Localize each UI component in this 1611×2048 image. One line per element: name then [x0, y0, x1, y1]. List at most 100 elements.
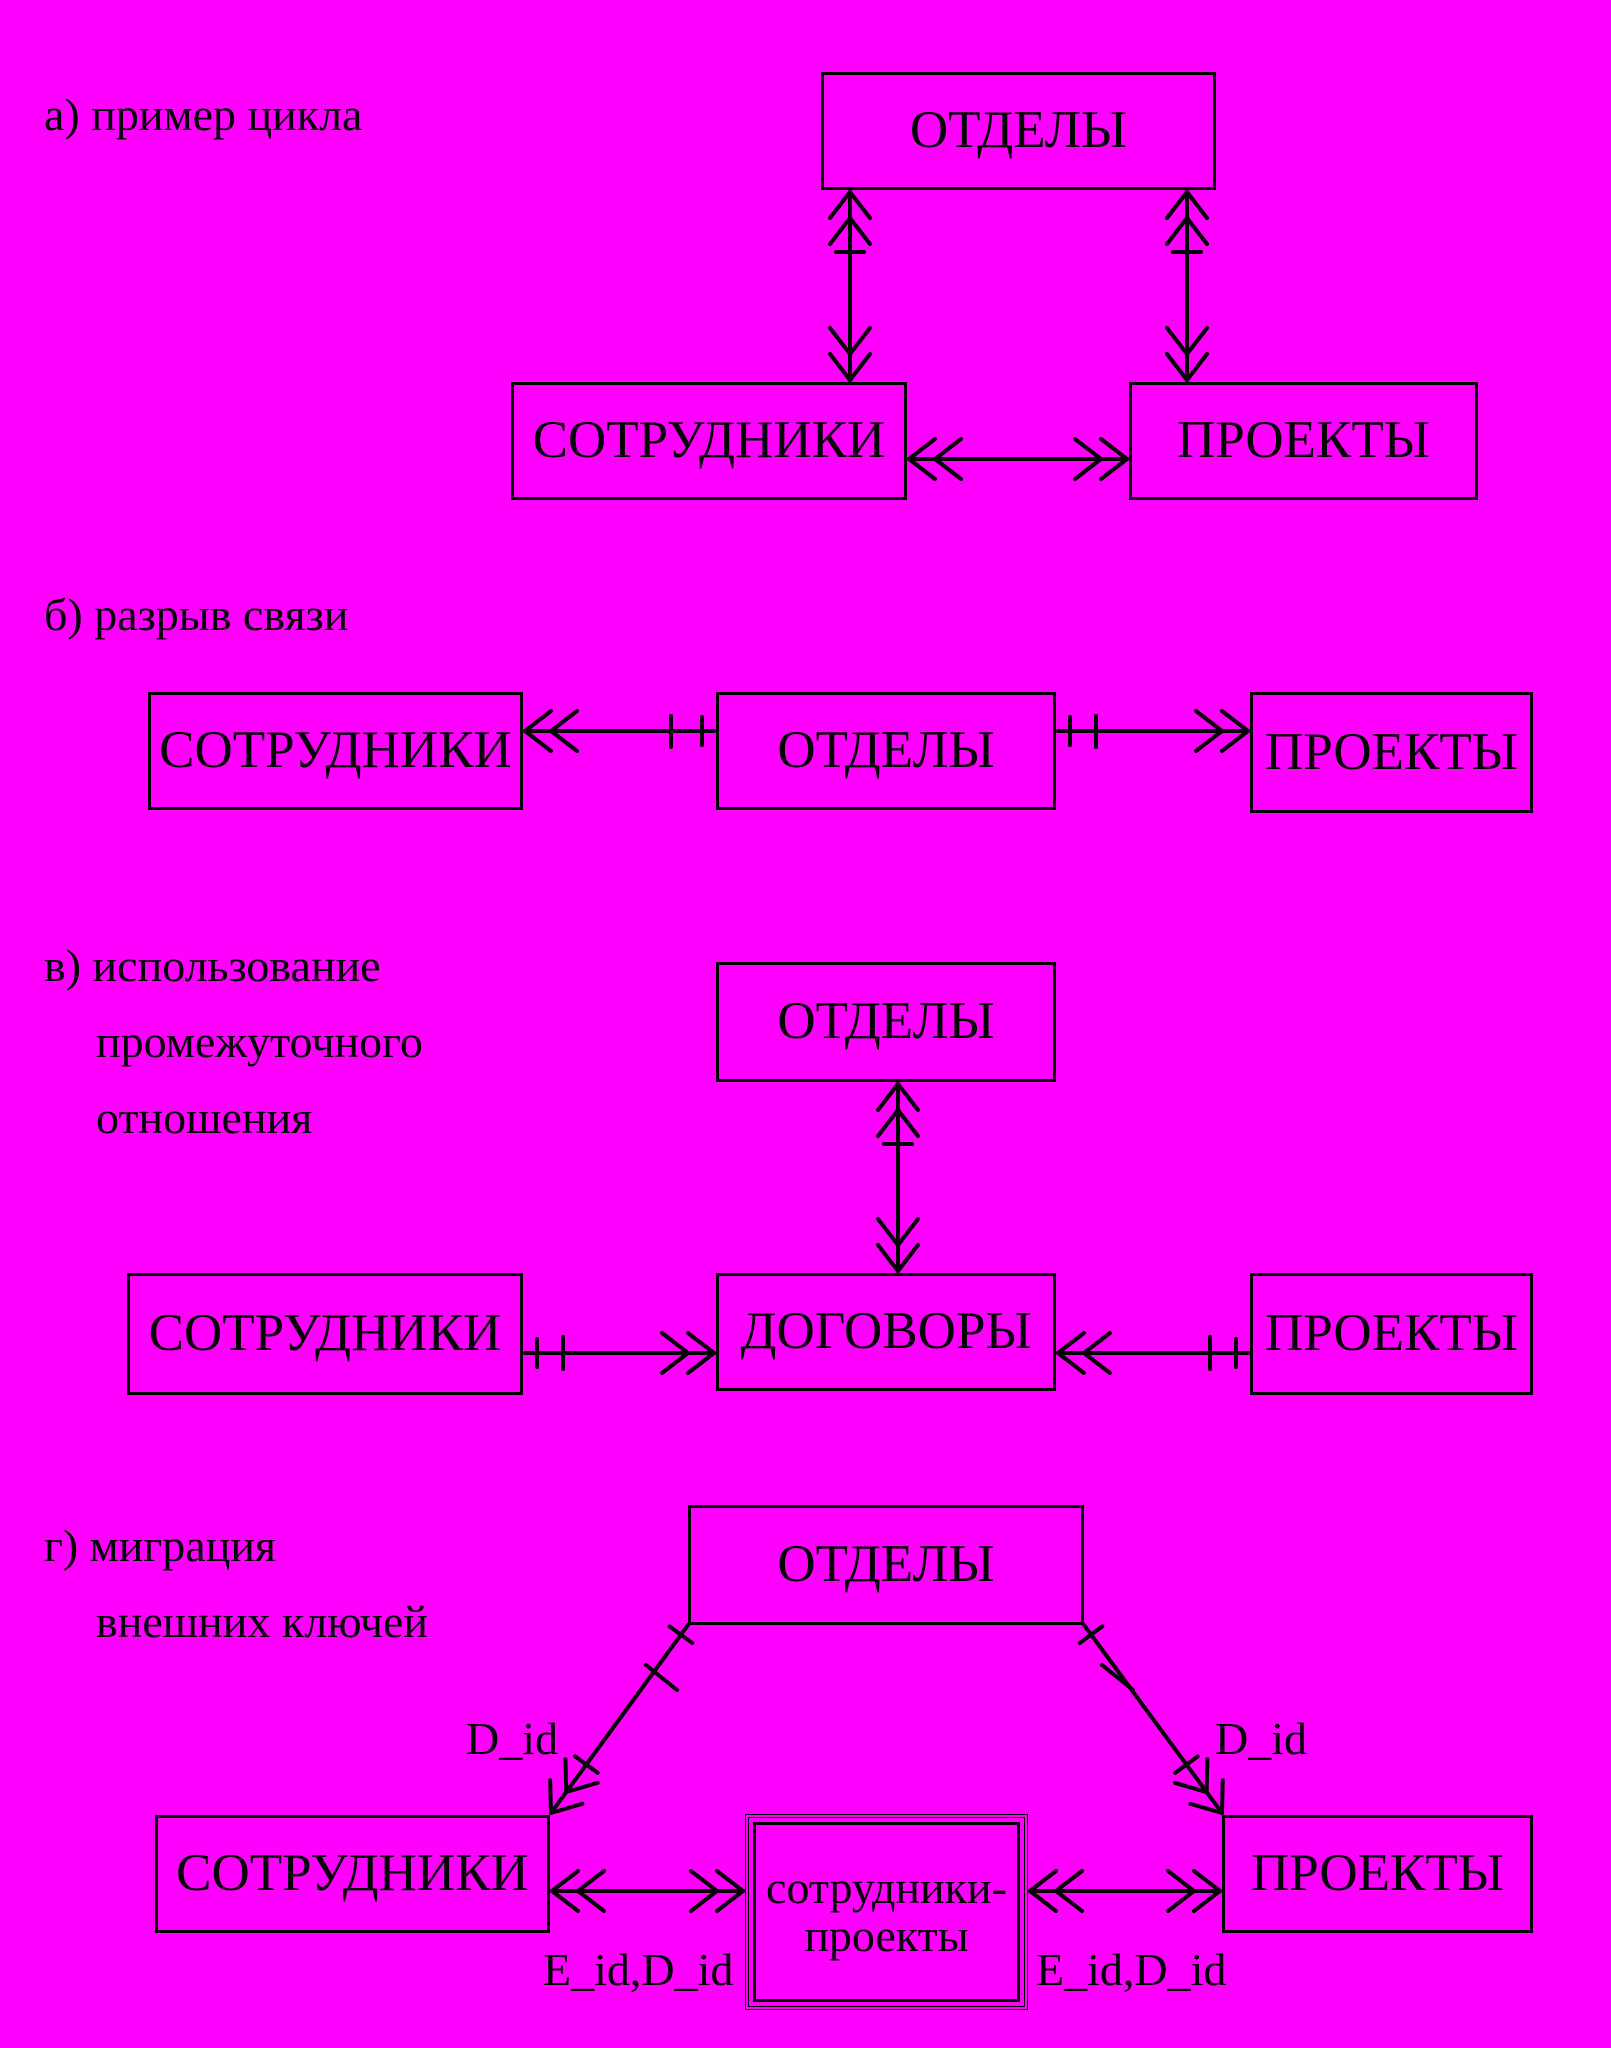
rel-b-otdely-proekty-end-head-2: [1194, 729, 1224, 753]
rel-d-otdely-proekty-end-head-2: [1173, 1780, 1209, 1795]
rel-d-otdely-proekty-end-head-1: [1188, 1801, 1224, 1815]
rel-a-sotrudniki-proekty-end-head-1: [1099, 457, 1129, 481]
entity-sotrudniki-c: СОТРУДНИКИ: [127, 1273, 523, 1395]
rel-a-otdely-sotrudniki-end-head-1: [828, 352, 852, 382]
rel-a-otdely-sotrudniki-start-head-2: [848, 216, 872, 246]
rel-a-sotrudniki-proekty-start-head-1: [907, 457, 937, 481]
rel-b-otdely-proekty-end-head-2: [1194, 709, 1224, 733]
caption-b: б) разрыв связи: [44, 589, 349, 640]
caption-a: а) пример цикла: [44, 89, 363, 140]
rel-d-otdely-proekty: [1082, 1623, 1224, 1815]
rel-b-otdely-proekty-end-head-1: [1220, 709, 1250, 733]
rel-a-sotrudniki-proekty-start-head-2: [933, 437, 963, 461]
rel-d-sotrudniki-link-end-head-2: [689, 1869, 719, 1893]
entity-proekty-d: ПРОЕКТЫ: [1222, 1815, 1533, 1933]
rel-c-otdely-dogovory-end-head-1: [896, 1243, 920, 1273]
fk-label-did-left: D_id: [466, 1713, 558, 1764]
rel-a-sotrudniki-proekty-end-head-2: [1073, 437, 1103, 461]
rel-a-otdely-sotrudniki-start-head-2: [828, 216, 852, 246]
rel-c-otdely-dogovory-end-head-1: [876, 1243, 900, 1273]
rel-d-otdely-proekty-end-head-1: [1220, 1778, 1225, 1815]
rel-d-otdely-proekty-start-bar: [1077, 1624, 1105, 1645]
rel-a-otdely-proekty-start-head-1: [1165, 190, 1189, 220]
fk-label-did-right: D_id: [1215, 1713, 1307, 1764]
rel-a-sotrudniki-proekty-start-head-1: [907, 437, 937, 461]
rel-d-link-proekty-start-head-2: [1054, 1869, 1084, 1893]
rel-d-link-proekty-start-head-1: [1028, 1869, 1058, 1893]
caption-d-line-1: г) миграция: [44, 1520, 277, 1571]
rel-d-otdely-sotrudniki-end-head-1: [548, 1778, 553, 1815]
rel-d-otdely-sotrudniki: [549, 1623, 690, 1815]
rel-c-otdely-dogovory-start-head-1: [876, 1082, 900, 1112]
entity-proekty-a: ПРОЕКТЫ: [1129, 382, 1478, 500]
entity-sotrudniki-b: СОТРУДНИКИ: [148, 692, 523, 810]
rel-d-otdely-sotrudniki-end-head-2: [563, 1757, 569, 1794]
rel-c-sotrudniki-dogovory-end-head-2: [660, 1351, 690, 1375]
entity-proekty-b: ПРОЕКТЫ: [1250, 692, 1533, 813]
rel-d-link-proekty-start-head-1: [1028, 1889, 1058, 1913]
entity-sotrudniki-d: СОТРУДНИКИ: [155, 1815, 550, 1933]
rel-d-sotrudniki-link-start-head-2: [576, 1869, 606, 1893]
rel-a-sotrudniki-proekty-start-head-2: [933, 457, 963, 481]
rel-d-otdely-sotrudniki-cross: [644, 1663, 679, 1692]
rel-d-link-proekty-start-head-2: [1054, 1889, 1084, 1913]
rel-a-otdely-sotrudniki-start-head-1: [828, 190, 852, 220]
rel-d-otdely-proekty-end-bar: [1173, 1754, 1200, 1775]
rel-d-sotrudniki-link-end-head-1: [715, 1889, 745, 1913]
rel-d-otdely-sotrudniki-end-head-2: [564, 1780, 600, 1794]
rel-a-otdely-proekty-end-head-1: [1165, 352, 1189, 382]
rel-d-otdely-proekty-cross: [1100, 1663, 1135, 1692]
caption-c-line-2: промежуточного: [96, 1016, 423, 1067]
rel-d-otdely-proekty-end-head-2: [1204, 1757, 1210, 1795]
rel-d-link-proekty-end-head-2: [1166, 1889, 1196, 1913]
rel-d-otdely-sotrudniki-end-head-1: [549, 1801, 585, 1815]
rel-a-otdely-proekty-end-head-2: [1185, 326, 1209, 356]
rel-b-sotrudniki-otdely-start-head-1: [523, 709, 553, 733]
rel-c-sotrudniki-dogovory-end-head-1: [686, 1331, 716, 1355]
rel-a-otdely-proekty-start-head-2: [1185, 216, 1209, 246]
fk-label-eid-did-right: E_id,D_id: [1036, 1944, 1227, 1995]
rel-c-sotrudniki-dogovory-end-head-1: [686, 1351, 716, 1375]
caption-c-line-1: в) использование: [44, 940, 381, 991]
rel-c-otdely-dogovory-start-head-2: [896, 1108, 920, 1138]
rel-c-dogovory-proekty-start-head-1: [1056, 1331, 1086, 1355]
entity-sotrudniki-proekty-d: сотрудники-проекты: [745, 1814, 1028, 2010]
rel-c-otdely-dogovory-end-head-2: [876, 1217, 900, 1247]
rel-d-otdely-sotrudniki-start-bar: [667, 1624, 695, 1645]
rel-b-sotrudniki-otdely-start-head-2: [549, 729, 579, 753]
rel-a-otdely-sotrudniki-end-head-2: [848, 326, 872, 356]
rel-c-sotrudniki-dogovory-end-head-2: [660, 1331, 690, 1355]
fk-label-eid-did-left: E_id,D_id: [543, 1944, 734, 1995]
rel-b-sotrudniki-otdely-start-head-2: [549, 709, 579, 733]
caption-d-line-2: внешних ключей: [96, 1596, 428, 1647]
rel-a-otdely-sotrudniki-start-head-1: [848, 190, 872, 220]
rel-a-otdely-proekty-end-head-2: [1165, 326, 1189, 356]
rel-a-sotrudniki-proekty-end-head-1: [1099, 437, 1129, 461]
rel-d-link-proekty-end-head-1: [1192, 1889, 1222, 1913]
caption-c-line-3: отношения: [96, 1092, 313, 1143]
rel-d-sotrudniki-link-end-head-1: [715, 1869, 745, 1893]
rel-a-otdely-proekty-start-head-1: [1185, 190, 1209, 220]
rel-d-sotrudniki-link-start-head-2: [576, 1889, 606, 1913]
rel-c-dogovory-proekty-start-head-2: [1082, 1351, 1112, 1375]
entity-otdely-c: ОТДЕЛЫ: [716, 962, 1056, 1082]
entity-proekty-c: ПРОЕКТЫ: [1250, 1273, 1533, 1395]
rel-c-otdely-dogovory-start-head-2: [876, 1108, 900, 1138]
rel-c-otdely-dogovory-end-head-2: [896, 1217, 920, 1247]
rel-b-sotrudniki-otdely-start-head-1: [523, 729, 553, 753]
rel-d-sotrudniki-link-start-head-1: [550, 1869, 580, 1893]
rel-c-dogovory-proekty-start-head-1: [1056, 1351, 1086, 1375]
rel-a-sotrudniki-proekty-end-head-2: [1073, 457, 1103, 481]
rel-a-otdely-sotrudniki-end-head-2: [828, 326, 852, 356]
rel-a-otdely-proekty-end-head-1: [1185, 352, 1209, 382]
rel-d-sotrudniki-link-start-head-1: [550, 1889, 580, 1913]
rel-a-otdely-proekty-start-head-2: [1165, 216, 1189, 246]
rel-d-sotrudniki-link-end-head-2: [689, 1889, 719, 1913]
rel-c-otdely-dogovory-start-head-1: [896, 1082, 920, 1112]
entity-otdely-d: ОТДЕЛЫ: [688, 1505, 1084, 1625]
rel-d-link-proekty-end-head-1: [1192, 1869, 1222, 1893]
entity-sotrudniki-proekty-label: сотрудники-проекты: [753, 1822, 1020, 2002]
rel-d-link-proekty-end-head-2: [1166, 1869, 1196, 1893]
